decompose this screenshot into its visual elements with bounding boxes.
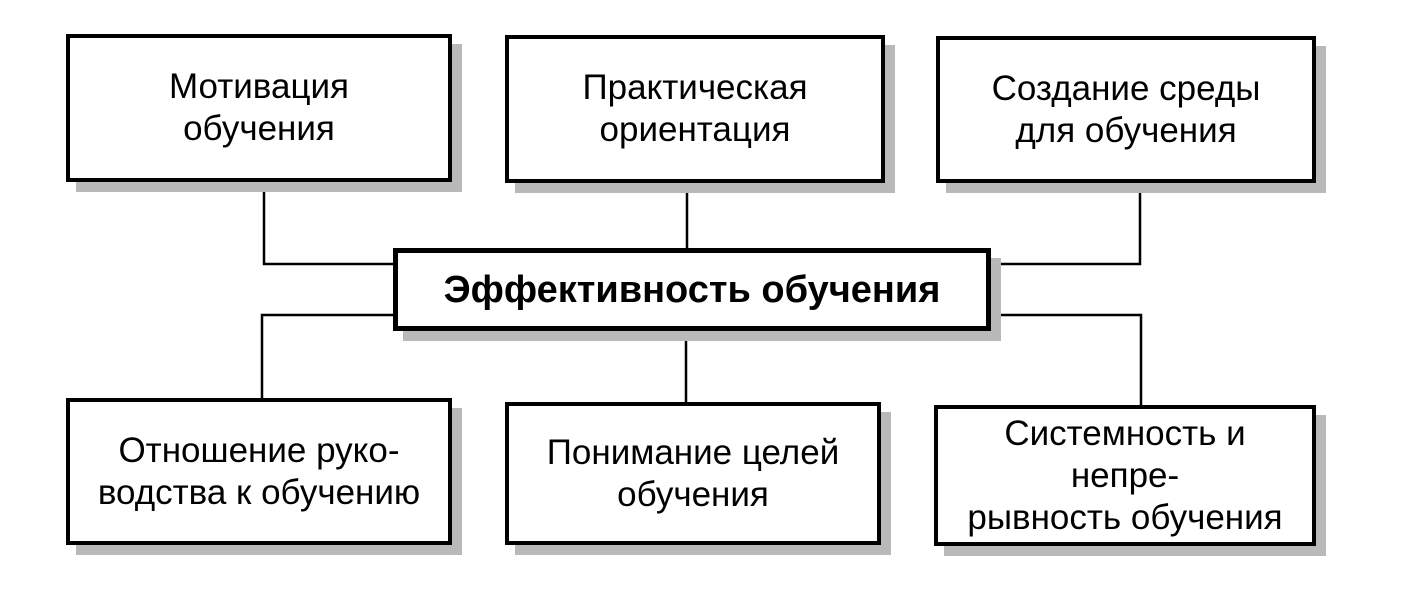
node-management-attitude: Отношение руко- водства к обучению	[66, 398, 452, 545]
node-systematic-continuity-label: Системность и непре- рывность обучения	[967, 413, 1283, 537]
node-management-attitude-label: Отношение руко- водства к обучению	[97, 430, 421, 512]
connector-management	[260, 313, 393, 398]
connector-environment	[991, 183, 1142, 266]
node-motivation: Мотивация обучения	[66, 34, 452, 182]
node-systematic-continuity: Системность и непре- рывность обучения	[934, 405, 1316, 546]
node-learning-environment-label: Создание среды для обучения	[991, 68, 1261, 150]
connector-motivation	[262, 182, 393, 266]
node-practical-orientation: Практическая ориентация	[505, 35, 885, 183]
node-learning-effectiveness-label: Эффективность обучения	[443, 268, 941, 311]
node-practical-orientation-label: Практическая ориентация	[582, 68, 808, 149]
connector-continuity	[991, 313, 1143, 405]
node-understanding-goals-label: Понимание целей обучения	[546, 432, 840, 514]
node-learning-environment: Создание среды для обучения	[936, 36, 1316, 183]
node-understanding-goals: Понимание целей обучения	[505, 402, 881, 545]
node-motivation-label: Мотивация обучения	[168, 67, 350, 148]
node-learning-effectiveness: Эффективность обучения	[393, 248, 991, 331]
